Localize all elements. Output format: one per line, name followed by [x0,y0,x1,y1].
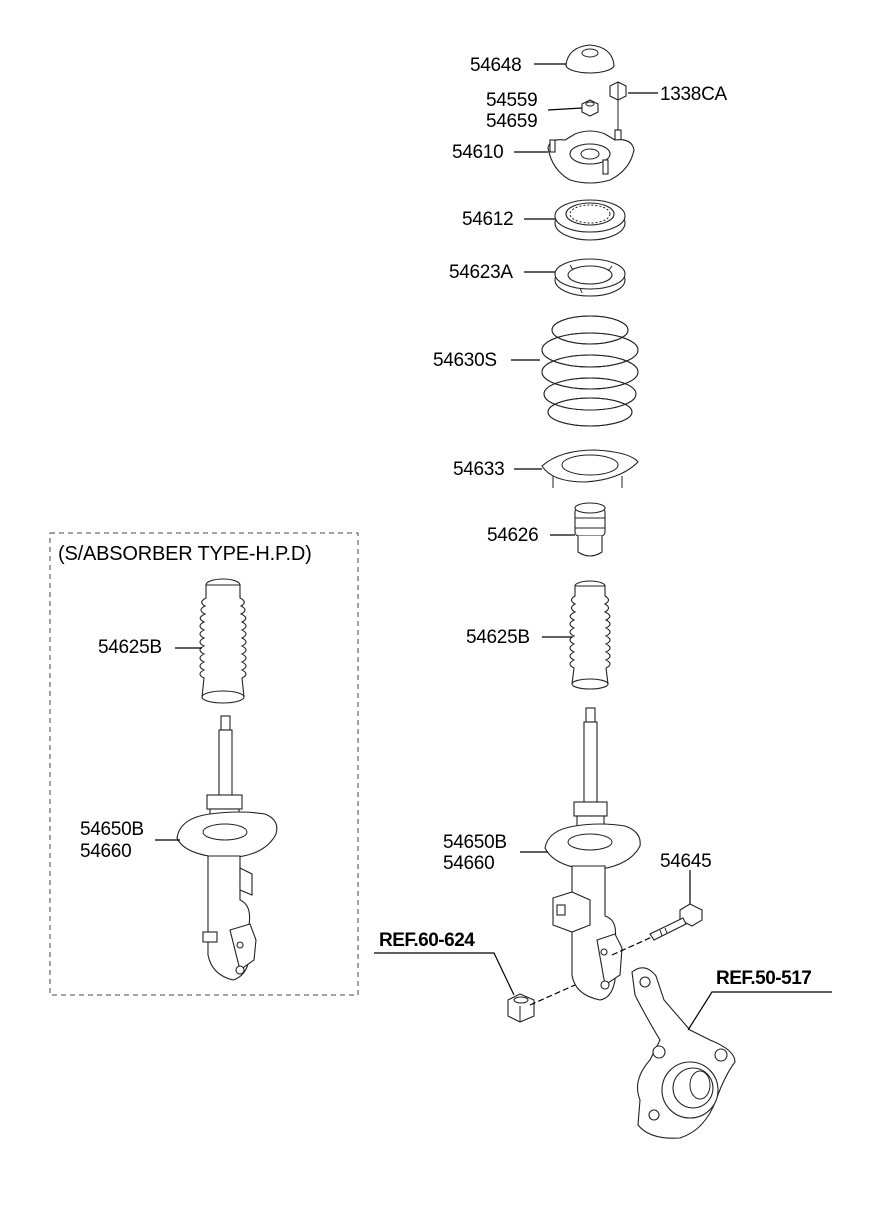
inset-label-54625b[interactable]: 54625B [98,637,162,658]
part-1338ca-nut[interactable] [609,81,627,101]
part-54648-cap[interactable] [565,44,615,74]
label-54645[interactable]: 54645 [660,851,712,872]
part-54626-stopper[interactable] [574,502,606,557]
label-54650b[interactable]: 54650B [443,832,507,853]
label-54633[interactable]: 54633 [453,459,505,480]
part-54559-nut[interactable] [581,99,599,117]
label-54626[interactable]: 54626 [487,525,539,546]
inset-title: (S/ABSORBER TYPE-H.P.D) [58,543,312,565]
part-54610-mount[interactable] [547,100,635,184]
ref-60-624[interactable]: REF.60-624 [379,930,475,951]
label-54559[interactable]: 54559 [486,90,538,111]
label-54648[interactable]: 54648 [470,55,522,76]
inset-part-54625b-boot[interactable] [199,578,247,704]
inset-part-54650b-strut[interactable] [176,715,278,981]
label-54623a[interactable]: 54623A [449,262,513,283]
part-54630s-spring[interactable] [541,315,639,427]
part-54625b-boot[interactable] [569,580,611,690]
label-54660[interactable]: 54660 [443,853,495,874]
part-54645-bolt[interactable] [649,903,703,941]
label-54612[interactable]: 54612 [462,209,514,230]
part-knuckle[interactable] [631,967,736,1139]
inset-label-54660[interactable]: 54660 [80,841,132,862]
part-54650b-strut[interactable] [544,707,641,1001]
label-54625b[interactable]: 54625B [466,627,530,648]
leader-lines [155,63,832,1031]
label-54610[interactable]: 54610 [452,142,504,163]
part-54633-pad[interactable] [541,449,639,488]
part-54612-bearing[interactable] [554,199,626,241]
part-54623a-pad[interactable] [554,258,626,297]
ref-50-517[interactable]: REF.50-517 [716,968,812,989]
inset-label-54650b[interactable]: 54650B [80,819,144,840]
inset-frame [49,532,359,996]
label-54659[interactable]: 54659 [486,111,538,132]
label-1338ca[interactable]: 1338CA [660,84,727,105]
part-ref60624-nut[interactable] [507,993,535,1023]
label-54630s[interactable]: 54630S [433,350,497,371]
